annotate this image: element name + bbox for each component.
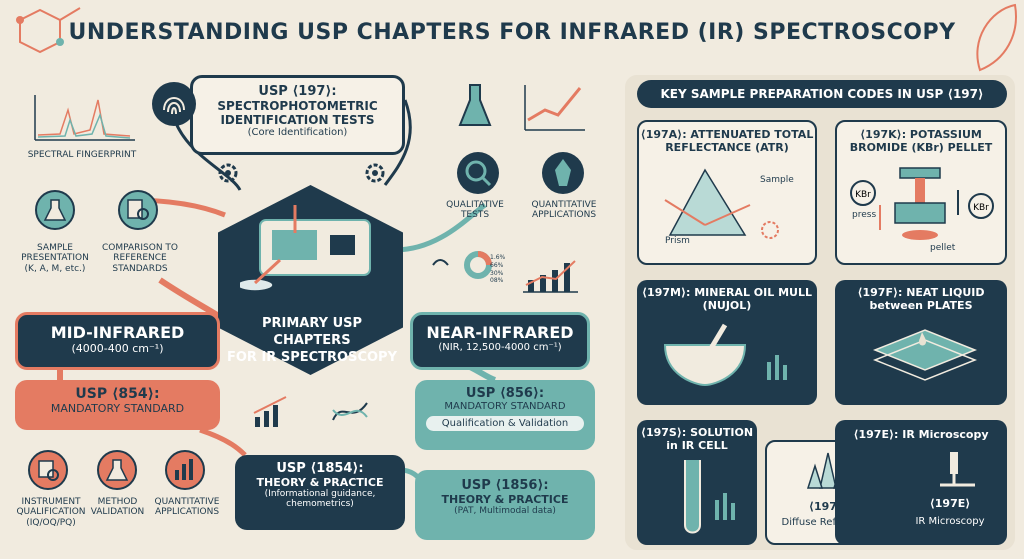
- primary-chapters-line2: FOR IR SPECTROSCOPY: [227, 349, 397, 365]
- microscopy-card: ⟨197E⟩: IR Microscopy: [835, 420, 1007, 545]
- usp-1856-title: USP ⟨1856⟩:: [461, 478, 549, 493]
- crystal-icon: [542, 152, 584, 194]
- usp-197-title: USP ⟨197⟩:: [258, 84, 337, 99]
- usp-1856-sub: THEORY & PRACTICE: [441, 493, 569, 506]
- growth-chart-icon: [524, 85, 585, 131]
- atr-prism-label: Prism: [665, 236, 690, 246]
- neat-liquid-card: ⟨197F⟩: NEAT LIQUID between PLATES: [835, 280, 1007, 405]
- primary-chapters-title: PRIMARY USP CHAPTERS FOR IR SPECTROSCOPY: [222, 316, 402, 367]
- mid-infrared-range: (4000-400 cm⁻¹): [71, 342, 164, 355]
- usp-1854-desc: (Informational guidance, chemometrics): [264, 489, 376, 509]
- kbr-title: ⟨197K⟩: POTASSIUM BROMIDE (KBr) PELLET: [849, 128, 993, 155]
- method-validation-label: METHOD VALIDATION: [90, 497, 145, 518]
- quantitative-applications-label: QUANTITATIVE APPLICATIONS: [531, 200, 597, 221]
- instrument-qualification-label: INSTRUMENT QUALIFICATION (IQ/OQ/PQ): [16, 497, 86, 528]
- spectral-fingerprint-label: SPECTRAL FINGERPRINT: [27, 150, 137, 160]
- usp-856-box: USP ⟨856⟩: MANDATORY STANDARD Qualificat…: [415, 380, 595, 450]
- usp-1854-title: USP ⟨1854⟩:: [276, 461, 364, 476]
- curve-icon: [332, 402, 368, 421]
- usp-1854-box: USP ⟨1854⟩: THEORY & PRACTICE (Informati…: [235, 455, 405, 530]
- spectrometer-icon: [240, 205, 371, 292]
- solution-title: ⟨197S⟩: SOLUTION in IR CELL: [640, 426, 754, 453]
- usp-854-sub: MANDATORY STANDARD: [50, 402, 185, 415]
- atr-sample-label: Sample: [760, 175, 794, 185]
- test-tube-icon: [684, 460, 735, 534]
- beaker-icon: [458, 84, 492, 126]
- gear-icon: [218, 163, 238, 183]
- usp-197-box: USP ⟨197⟩: SPECTROPHOTOMETRIC IDENTIFICA…: [190, 75, 405, 155]
- quant-applications-icon: [165, 450, 205, 490]
- atr-title: ⟨197A⟩: ATTENUATED TOTAL REFLECTANCE (AT…: [640, 128, 814, 155]
- usp-1854-sub: THEORY & PRACTICE: [256, 476, 384, 489]
- kbr-pellet-label: pellet: [930, 243, 956, 253]
- percent-1: 1.6%: [490, 254, 506, 261]
- kbr-press-label: press: [852, 210, 877, 220]
- percent-2: 66%: [490, 261, 504, 269]
- usp-197-line3: IDENTIFICATION TESTS: [220, 113, 375, 127]
- usp-856-pill: Qualification & Validation: [426, 416, 584, 431]
- mortar-icon: [663, 323, 787, 387]
- prism-icon: [664, 168, 779, 239]
- plates-icon: [872, 329, 978, 381]
- percent-4: 08%: [490, 277, 504, 285]
- percent-list: 1.6% 66% 30% 08%: [490, 254, 505, 285]
- qualitative-tests-icon: [457, 152, 499, 194]
- microscopy-title: ⟨197E⟩: IR Microscopy: [853, 428, 989, 441]
- kbr-label-2: KBr: [968, 193, 994, 219]
- microscopy-label: IR Microscopy: [915, 516, 985, 527]
- chart-up-icon: [253, 396, 287, 427]
- usp-197-sub: (Core Identification): [247, 127, 348, 138]
- neat-liquid-title: ⟨197F⟩: NEAT LIQUID between PLATES: [857, 286, 985, 313]
- microscopy-code: ⟨197E⟩: [929, 497, 971, 510]
- gear-icon-2: [365, 163, 385, 183]
- usp-197-line2: SPECTROPHOTOMETRIC: [217, 99, 378, 113]
- instrument-qualification-icon: [28, 450, 68, 490]
- quant-applications-label: QUANTITATIVE APPLICATIONS: [154, 497, 220, 518]
- usp-1856-box: USP ⟨1856⟩: THEORY & PRACTICE (PAT, Mult…: [415, 470, 595, 540]
- flask-icon: [35, 190, 75, 230]
- atr-card: ⟨197A⟩: ATTENUATED TOTAL REFLECTANCE (AT…: [637, 120, 817, 265]
- percent-3: 30%: [490, 269, 504, 277]
- fingerprint-icon: [152, 82, 196, 126]
- mull-title: ⟨197M⟩: MINERAL OIL MULL (NUJOL): [642, 286, 812, 313]
- comparison-icon: [118, 190, 158, 230]
- comparison-label: COMPARISON TO REFERENCE STANDARDS: [101, 243, 179, 274]
- molecule-icon: [16, 7, 81, 54]
- qualitative-tests-label: QUALITATIVE TESTS: [446, 200, 504, 221]
- usp-854-title: USP ⟨854⟩:: [75, 386, 160, 402]
- mid-infrared-box: MID-INFRARED (4000-400 cm⁻¹): [15, 312, 220, 370]
- sample-prep-header: KEY SAMPLE PREPARATION CODES IN USP ⟨197…: [637, 80, 1007, 108]
- leaf-icon: [976, 3, 1017, 72]
- diffuse-label: Diffuse Reflectance: [781, 517, 879, 528]
- near-infrared-box: NEAR-INFRARED (NIR, 12,500-4000 cm⁻¹): [410, 312, 590, 370]
- microscope-icon: [940, 452, 975, 487]
- donut-chart-icon: [432, 251, 492, 279]
- mid-infrared-title: MID-INFRARED: [50, 323, 185, 342]
- spectrum-chart-icon: [34, 95, 135, 141]
- usp-854-box: USP ⟨854⟩: MANDATORY STANDARD: [15, 380, 220, 430]
- usp-1856-desc: (PAT, Multimodal data): [454, 506, 556, 516]
- kbr-press-icon: [879, 167, 959, 240]
- usp-856-sub: MANDATORY STANDARD: [444, 401, 566, 412]
- near-infrared-title: NEAR-INFRARED: [426, 323, 574, 342]
- primary-chapters-line1: PRIMARY USP CHAPTERS: [261, 316, 363, 348]
- page-title: UNDERSTANDING USP CHAPTERS FOR INFRARED …: [68, 20, 956, 45]
- bar-chart-icon: [523, 260, 578, 293]
- sample-presentation-label: SAMPLE PRESENTATION (K, A, M, etc.): [21, 243, 89, 274]
- usp-856-title: USP ⟨856⟩:: [465, 386, 545, 401]
- mull-card: ⟨197M⟩: MINERAL OIL MULL (NUJOL): [637, 280, 817, 405]
- method-validation-icon: [97, 450, 137, 490]
- near-infrared-range: (NIR, 12,500-4000 cm⁻¹): [438, 342, 562, 353]
- kbr-label-1: KBr: [850, 180, 876, 206]
